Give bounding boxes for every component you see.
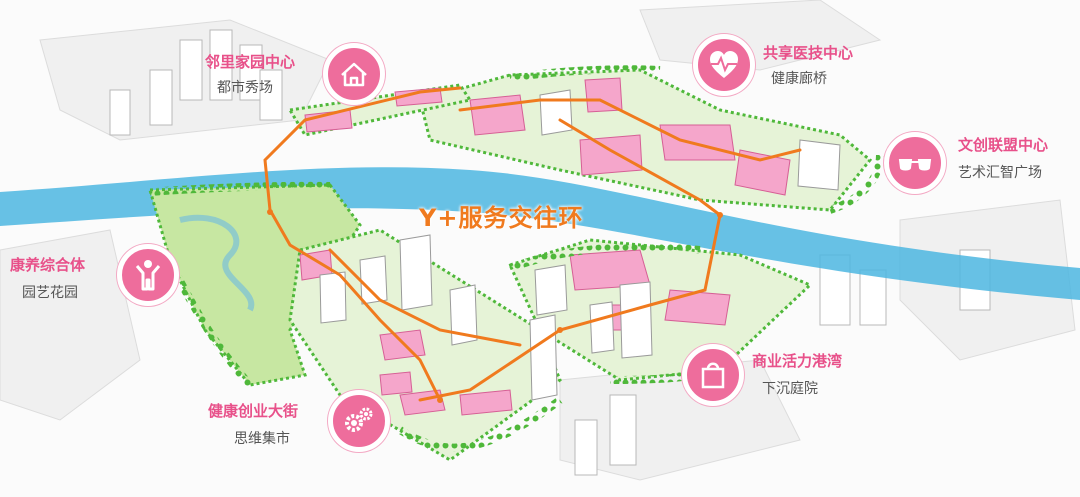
callout-neighborhood: 邻里家园中心 都市秀场 <box>205 37 385 107</box>
callout-title: 康养综合体 <box>10 256 86 274</box>
callout-subtitle: 思维集市 <box>234 431 290 447</box>
gears-icon <box>328 390 390 452</box>
callout-subtitle: 健康廊桥 <box>771 71 827 87</box>
callout-subtitle: 都市秀场 <box>217 80 273 96</box>
heart-pulse-icon <box>693 34 755 96</box>
callout-startup: 健康创业大街 思维集市 <box>208 390 398 470</box>
service-ring <box>263 86 802 402</box>
callout-culture: 文创联盟中心 艺术汇智广场 <box>884 128 1080 203</box>
callout-title: 商业活力港湾 <box>752 352 843 370</box>
background-towers <box>109 29 991 476</box>
ring-title: Y+服务交往环 <box>419 204 584 232</box>
callout-title: 共享医技中心 <box>763 44 854 62</box>
callout-subtitle: 艺术汇智广场 <box>958 165 1042 181</box>
house-icon <box>323 43 385 105</box>
callout-medical: 共享医技中心 健康廊桥 <box>693 30 893 105</box>
callout-subtitle: 园艺花园 <box>22 285 78 301</box>
callout-commerce: 商业活力港湾 下沉庭院 <box>682 340 882 415</box>
callout-title: 文创联盟中心 <box>958 136 1049 154</box>
callout-wellness: 康养综合体 园艺花园 <box>10 240 180 315</box>
person-icon <box>117 244 179 306</box>
ring-nodes <box>267 209 723 403</box>
callout-subtitle: 下沉庭院 <box>762 381 818 397</box>
shopping-bag-icon <box>682 344 744 406</box>
callout-title: 健康创业大街 <box>208 402 299 420</box>
glasses-icon <box>884 132 946 194</box>
callout-title: 邻里家园中心 <box>205 53 296 71</box>
